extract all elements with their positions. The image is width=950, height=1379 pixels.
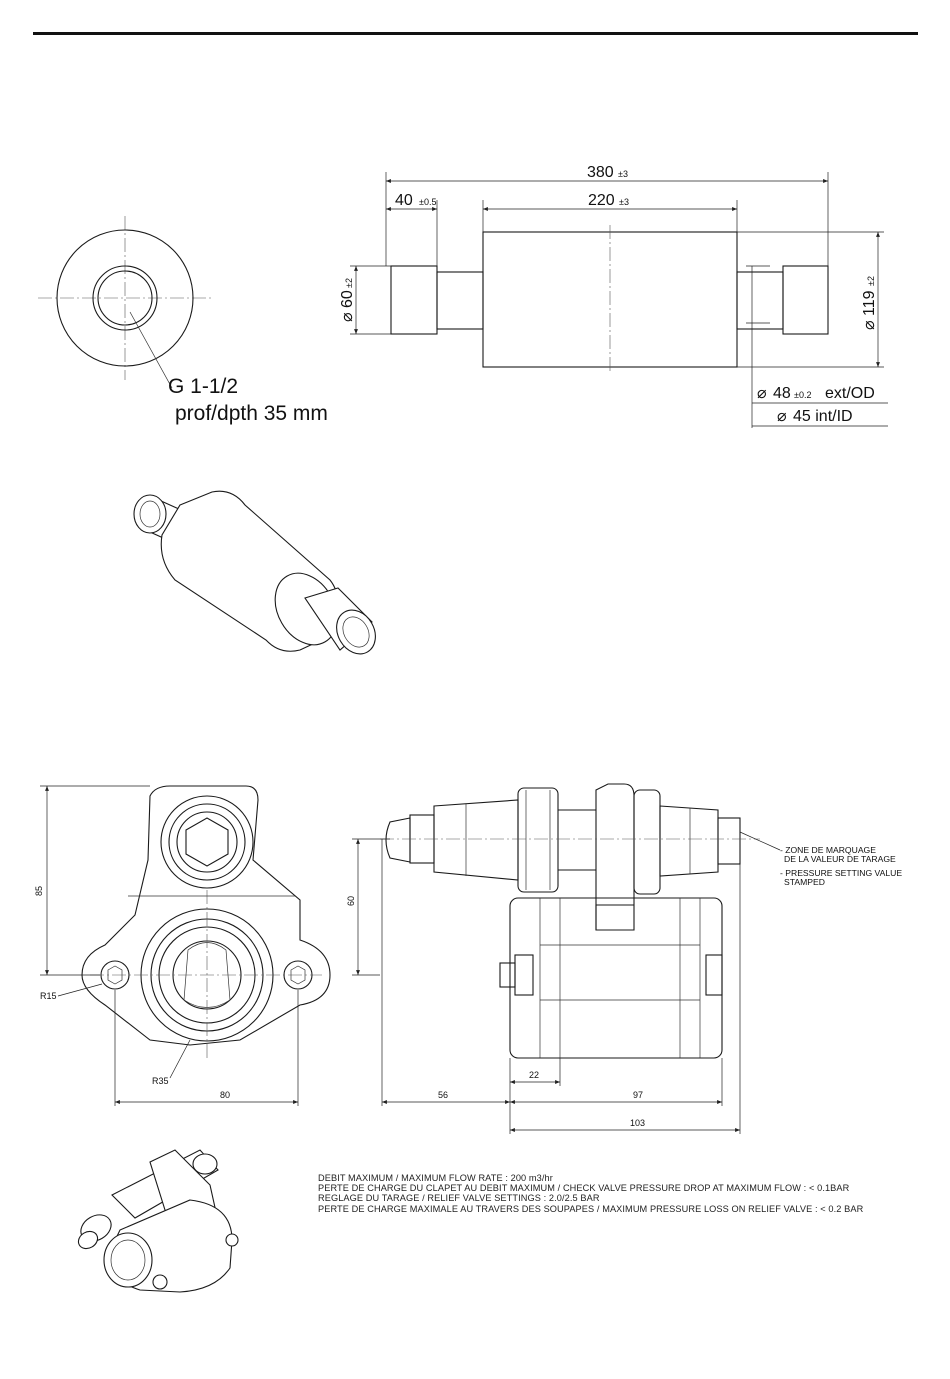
dim-80: 80 xyxy=(220,1090,230,1100)
dim-end-dia: 60 xyxy=(339,290,356,308)
dim-body-dia-symbol: ⌀ xyxy=(861,320,878,330)
thread-label: G 1-1/2 xyxy=(168,375,238,398)
dim-id: 45 int/ID xyxy=(793,408,853,425)
pipe-isometric xyxy=(133,490,376,655)
valve-isometric xyxy=(77,1149,239,1293)
dim-r35: R35 xyxy=(152,1076,169,1086)
note-relief-settings: REGLAGE DU TARAGE / RELIEF VALVE SETTING… xyxy=(318,1193,600,1204)
dim-end-dia-symbol: ⌀ xyxy=(339,312,356,322)
dim-od: 48 xyxy=(773,385,791,402)
dim-id-symbol: ⌀ xyxy=(777,408,787,425)
dim-end-dia-tol: ±2 xyxy=(344,278,354,288)
dim-end: 40 xyxy=(395,192,413,209)
dim-od-tol: ±0.2 xyxy=(794,390,811,400)
dim-end-tol: ±0.5 xyxy=(419,197,436,207)
note-flow-rate: DEBIT MAXIMUM / MAXIMUM FLOW RATE : 200 … xyxy=(318,1173,553,1183)
dim-97: 97 xyxy=(633,1090,643,1100)
dim-overall-tol: ±3 xyxy=(618,169,628,179)
dim-overall: 380 xyxy=(587,164,614,181)
pipe-end-view: G 1-1/2 prof/dpth 35 mm xyxy=(38,216,328,425)
note-check-valve-drop: PERTE DE CHARGE DU CLAPET AU DEBIT MAXIM… xyxy=(318,1183,850,1194)
marking-note-2: DE LA VALEUR DE TARAGE xyxy=(784,854,896,864)
dim-103: 103 xyxy=(630,1118,645,1128)
dim-56: 56 xyxy=(438,1090,448,1100)
valve-front-view: 85 R15 R35 80 xyxy=(34,785,331,1106)
dim-22: 22 xyxy=(529,1070,539,1080)
dim-od-symbol: ⌀ xyxy=(757,385,767,402)
pipe-side-view: 380 ±3 40 ±0.5 220 ±3 ⌀ 60 ±2 ⌀ 119 ±2 xyxy=(339,164,888,428)
marking-note-3: - PRESSURE SETTING VALUE xyxy=(780,868,902,878)
top-rule xyxy=(33,32,918,35)
marking-note-1: - ZONE DE MARQUAGE xyxy=(780,845,876,855)
dim-r15: R15 xyxy=(40,991,57,1001)
valve-side-view: - ZONE DE MARQUAGE DE LA VALEUR DE TARAG… xyxy=(346,783,902,1134)
dim-60: 60 xyxy=(346,896,356,906)
note-relief-loss: PERTE DE CHARGE MAXIMALE AU TRAVERS DES … xyxy=(318,1203,864,1214)
dim-body-dia-tol: ±2 xyxy=(866,276,876,286)
dim-body: 220 xyxy=(588,192,615,209)
dim-body-dia: 119 xyxy=(861,290,878,316)
dim-body-tol: ±3 xyxy=(619,197,629,207)
spec-notes: DEBIT MAXIMUM / MAXIMUM FLOW RATE : 200 … xyxy=(318,1173,918,1214)
dim-od-suffix: ext/OD xyxy=(825,385,875,402)
marking-note-4: STAMPED xyxy=(784,877,825,887)
thread-depth: prof/dpth 35 mm xyxy=(175,402,328,425)
dim-height: 85 xyxy=(34,886,44,896)
